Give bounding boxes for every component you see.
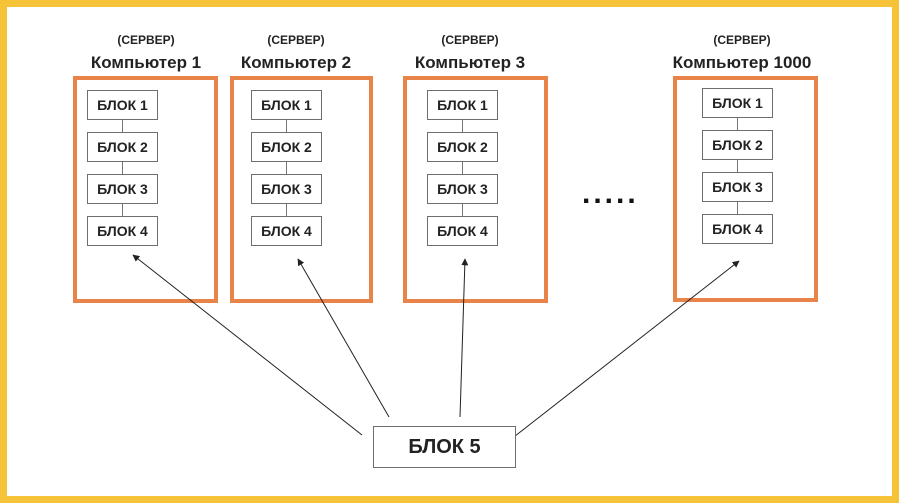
block-4: БЛОК 4 xyxy=(702,214,773,244)
chain-link xyxy=(462,162,463,174)
block-3: БЛОК 3 xyxy=(87,174,158,204)
chain-link xyxy=(737,160,738,172)
chain-link xyxy=(286,162,287,174)
arrows-layer xyxy=(132,254,740,441)
block-4: БЛОК 4 xyxy=(87,216,158,246)
server-tag: (СЕРВЕР) xyxy=(267,33,325,47)
arrow-to-server-1 xyxy=(132,254,363,436)
arrow-to-server-1000 xyxy=(509,260,740,441)
block-3: БЛОК 3 xyxy=(702,172,773,202)
ellipsis: ..... xyxy=(582,177,639,210)
chain-link xyxy=(286,204,287,216)
server-title: Компьютер 3 xyxy=(414,53,526,72)
new-block-5: БЛОК 5 xyxy=(373,426,516,468)
chain-link xyxy=(737,118,738,130)
chain-link xyxy=(122,120,123,132)
block-4: БЛОК 4 xyxy=(251,216,322,246)
server-tag: (СЕРВЕР) xyxy=(441,33,499,47)
server-title: Компьютер 1 xyxy=(90,53,202,72)
chain-link xyxy=(462,120,463,132)
chain-link xyxy=(462,204,463,216)
block-3: БЛОК 3 xyxy=(427,174,498,204)
block-2: БЛОК 2 xyxy=(702,130,773,160)
server-tag: (СЕРВЕР) xyxy=(117,33,175,47)
arrow-to-server-3 xyxy=(459,258,469,418)
chain-link xyxy=(122,162,123,174)
server-title: Компьютер 1000 xyxy=(672,53,812,72)
chain-link xyxy=(737,202,738,214)
block-1: БЛОК 1 xyxy=(87,90,158,120)
block-1: БЛОК 1 xyxy=(251,90,322,120)
block-3: БЛОК 3 xyxy=(251,174,322,204)
server-title: Компьютер 2 xyxy=(240,53,352,72)
block-1: БЛОК 1 xyxy=(702,88,773,118)
block-2: БЛОК 2 xyxy=(427,132,498,162)
block-2: БЛОК 2 xyxy=(251,132,322,162)
block-2: БЛОК 2 xyxy=(87,132,158,162)
block-1: БЛОК 1 xyxy=(427,90,498,120)
server-tag: (СЕРВЕР) xyxy=(713,33,771,47)
chain-link xyxy=(122,204,123,216)
arrow-to-server-2 xyxy=(297,258,390,418)
block-4: БЛОК 4 xyxy=(427,216,498,246)
chain-link xyxy=(286,120,287,132)
